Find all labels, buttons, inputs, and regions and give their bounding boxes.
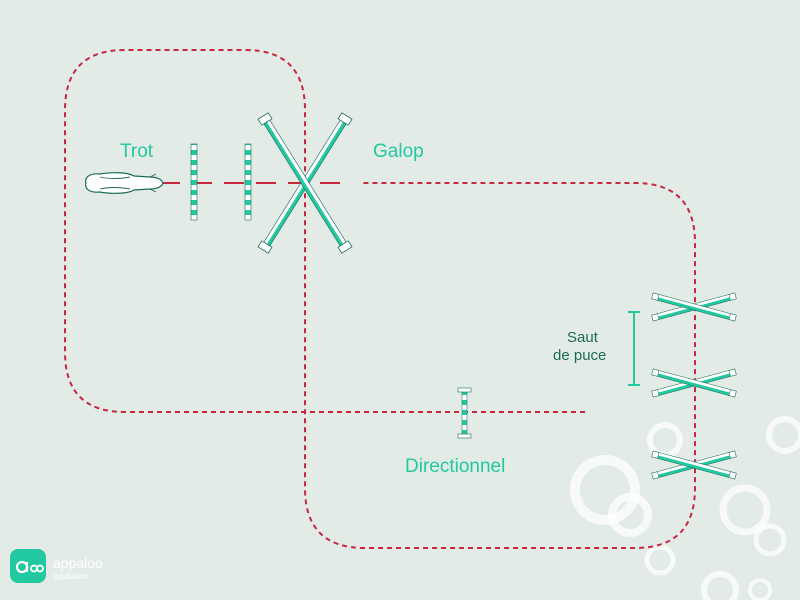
saut-de-puce-jumps [651, 292, 737, 480]
saut-de-puce-label-line2: de puce [553, 347, 606, 364]
galop-label: Galop [373, 141, 424, 162]
trot-label: Trot [120, 141, 154, 162]
directionnel-pole [457, 387, 472, 439]
track-path [64, 49, 696, 549]
saut-de-puce-bracket [628, 311, 640, 386]
appaloo-logo: appaloo equitation [10, 549, 103, 583]
decorative-rings [570, 416, 800, 600]
galop-rail-2 [257, 112, 353, 254]
saut-de-puce-label-line1: Saut [567, 329, 599, 346]
small-cross-jump-3 [651, 450, 737, 480]
brand-name: appaloo [53, 555, 103, 571]
trot-poles [190, 143, 252, 221]
galop-cross-jump [257, 112, 353, 254]
trot-pole-1 [190, 143, 198, 221]
horse-topview-icon [85, 172, 164, 194]
brand-tagline: equitation [53, 572, 88, 581]
trot-pole-2 [244, 143, 252, 221]
small-cross-jump-1 [651, 292, 737, 322]
directionnel-label: Directionnel [405, 456, 505, 477]
small-cross-jump-2 [651, 368, 737, 398]
